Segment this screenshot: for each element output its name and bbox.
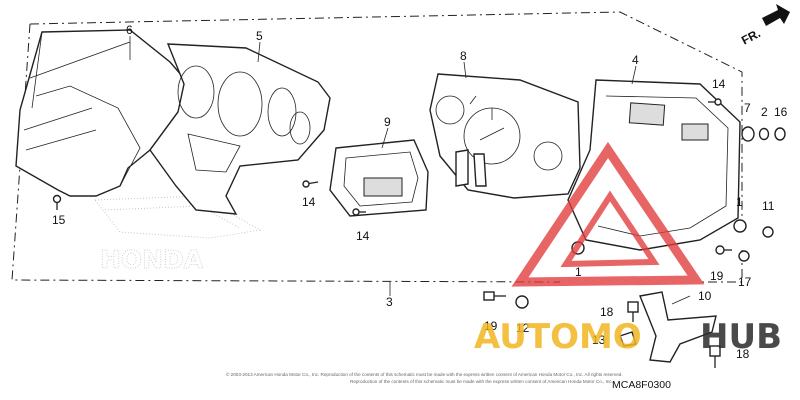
callout-12: 12 bbox=[516, 321, 530, 335]
watermark-automo: AUTOMO bbox=[474, 317, 642, 357]
leader-8 bbox=[463, 61, 467, 79]
part-2-collar[interactable] bbox=[758, 127, 770, 141]
callout-18a: 18 bbox=[600, 305, 614, 319]
front-label: FR. bbox=[739, 26, 763, 47]
part-19-bolt-right[interactable] bbox=[715, 245, 732, 255]
part-8-combination-meter[interactable] bbox=[429, 73, 581, 199]
assembly-boundary bbox=[11, 11, 743, 283]
part-18-screw-lower[interactable] bbox=[709, 345, 721, 368]
callout-5: 5 bbox=[256, 29, 263, 43]
callout-14b: 14 bbox=[356, 229, 370, 243]
callout-14a: 14 bbox=[302, 195, 316, 209]
copyright-line-1: © 2003-2013 American Honda Motor Co., In… bbox=[226, 371, 623, 377]
callout-9: 9 bbox=[384, 115, 391, 129]
part-13-clip[interactable] bbox=[619, 331, 637, 347]
part-18-screw-upper[interactable] bbox=[627, 301, 639, 322]
callout-16: 16 bbox=[774, 105, 788, 119]
callout-3: 3 bbox=[386, 295, 393, 309]
leader-5 bbox=[257, 41, 261, 63]
leader-4 bbox=[631, 65, 637, 85]
part-17-nut[interactable] bbox=[738, 250, 750, 262]
callout-13: 13 bbox=[592, 333, 606, 347]
leader-9 bbox=[381, 127, 389, 149]
part-14-screw-c[interactable] bbox=[708, 98, 722, 106]
callout-4: 4 bbox=[632, 53, 639, 67]
copyright-line-2: Reproduction of the contents of this sch… bbox=[350, 379, 613, 384]
part-6-meter-visor[interactable] bbox=[15, 29, 197, 197]
part-12-collar[interactable] bbox=[515, 295, 529, 309]
callout-6: 6 bbox=[126, 23, 133, 37]
front-direction-arrow bbox=[762, 4, 790, 26]
part-14-screw-a[interactable] bbox=[302, 180, 319, 188]
callout-15: 15 bbox=[52, 213, 66, 227]
callout-17: 17 bbox=[738, 275, 752, 289]
part-11-collar[interactable] bbox=[762, 226, 774, 238]
part-16-nut[interactable] bbox=[774, 127, 786, 141]
automotohub-watermark-triangle bbox=[511, 141, 705, 287]
part-15-screw[interactable] bbox=[52, 194, 62, 211]
callout-8: 8 bbox=[460, 49, 467, 63]
part-1-grommet-upper[interactable] bbox=[733, 219, 747, 233]
callout-19b: 19 bbox=[710, 269, 724, 283]
callout-18b: 18 bbox=[736, 347, 750, 361]
leader-10 bbox=[671, 295, 691, 305]
callout-10: 10 bbox=[698, 289, 712, 303]
part-9-display-unit[interactable] bbox=[329, 139, 429, 217]
watermark-hub: HUB bbox=[700, 317, 782, 357]
callout-7: 7 bbox=[744, 101, 751, 115]
part-19-bolt-left[interactable] bbox=[483, 291, 506, 301]
callout-2: 2 bbox=[761, 105, 768, 119]
honda-brand-text: HONDA bbox=[100, 245, 204, 274]
part-5-meter-panel[interactable] bbox=[149, 43, 331, 215]
callout-14c: 14 bbox=[712, 77, 726, 91]
callout-1b: 1 bbox=[575, 265, 582, 279]
honda-wing-logo: HONDA bbox=[94, 195, 262, 275]
part-7-grommet[interactable] bbox=[741, 126, 755, 142]
callout-1a: 1 bbox=[736, 195, 743, 209]
part-14-screw-b[interactable] bbox=[352, 208, 366, 216]
part-10-meter-bracket[interactable] bbox=[639, 291, 717, 363]
callout-19a: 19 bbox=[484, 319, 498, 333]
diagram-code: MCA8F0300 bbox=[612, 379, 671, 391]
callout-11: 11 bbox=[762, 199, 775, 213]
